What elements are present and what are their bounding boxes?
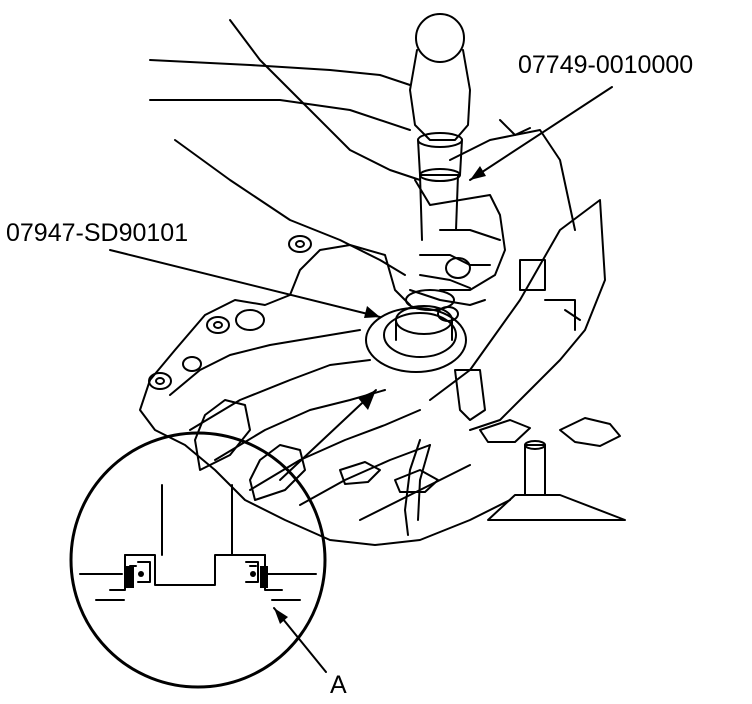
bell-housing: [404, 119, 626, 536]
attachment-tool-callout: 07947-SD90101: [6, 219, 189, 247]
leader-arrowheads: [274, 166, 486, 624]
driver-tool-callout: 07749-0010000: [518, 51, 694, 79]
hand-icon: [149, 19, 506, 322]
transmission-housing: [139, 235, 621, 546]
detail-a-callout: A: [330, 671, 347, 699]
detail-magnifier-icon: [69, 431, 327, 689]
seal-lips: [126, 566, 268, 588]
hammer-icon: [409, 13, 471, 241]
